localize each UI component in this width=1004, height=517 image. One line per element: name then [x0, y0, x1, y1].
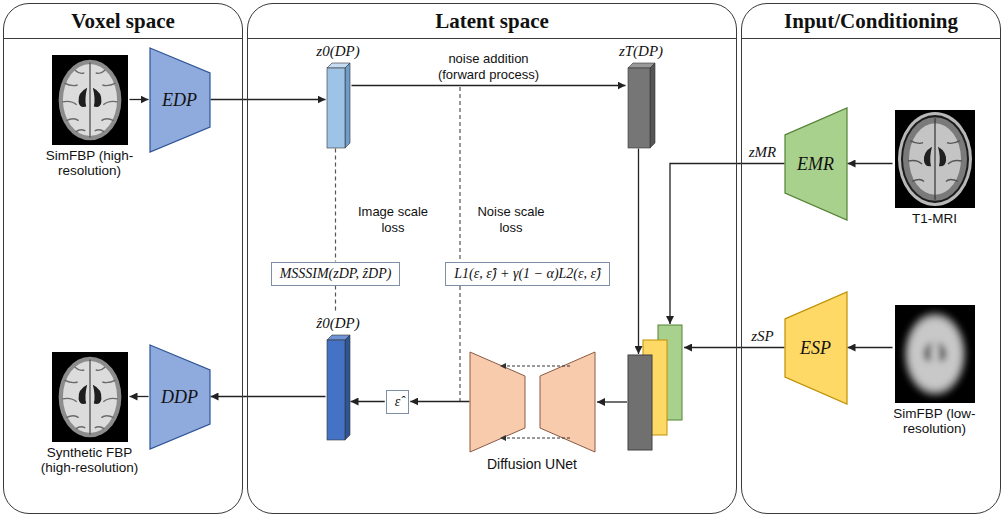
node-label: ESP [800, 338, 831, 358]
network-block: DDP [150, 345, 210, 449]
skip-connection [500, 365, 570, 366]
network-block: EDP [150, 48, 210, 152]
trapezoid-shape [150, 48, 210, 152]
image-caption: Synthetic FBP (high-resolution) [30, 445, 150, 476]
node-label: MSSSIM(zDP, ẑDP) [280, 263, 392, 285]
node-label: Diffusion UNet [487, 456, 577, 473]
node-label: z0(DP) [316, 43, 359, 60]
bar-side [345, 63, 350, 148]
brain-image [52, 352, 128, 442]
brain-image [52, 55, 128, 145]
trapezoid-shape [150, 345, 210, 449]
bar-outline [327, 340, 345, 440]
edge-label: noise addition (forward process) [421, 51, 557, 82]
flow-arrow [352, 85, 626, 86]
edge-label: zMR [746, 144, 780, 161]
image-caption: SimFBP (low-resolution) [875, 406, 995, 437]
node-label: ε̂ [395, 391, 401, 413]
loss-note: Noise scale loss [466, 204, 556, 235]
brain-image [895, 305, 975, 403]
header-rule [248, 38, 736, 39]
unet-outline [470, 352, 595, 452]
flow-arrow [670, 164, 785, 325]
loss-link [335, 149, 336, 262]
image-caption: SimFBP (high-resolution) [30, 148, 150, 179]
flow-arrow [848, 163, 893, 164]
formula-box: L1(ε, ε̂) + γ(1 − α)L2(ε, ε̂) [445, 262, 609, 286]
unet-decoder [540, 352, 595, 452]
flow-arrow [638, 149, 639, 355]
formula-box: MSSSIM(zDP, ẑDP) [271, 262, 401, 286]
image-node: SimFBP (high-resolution) [52, 55, 128, 145]
network-block: EMR [785, 108, 847, 220]
flow-arrow [684, 347, 785, 348]
network-block: ESP [785, 292, 847, 404]
panel-heading: Voxel space [4, 9, 242, 33]
image-caption: T1-MRI [880, 211, 990, 227]
image-node: T1-MRI [895, 110, 975, 208]
trapezoid-shape [785, 292, 847, 404]
header-rule [742, 38, 1000, 39]
panel-heading: Latent space [248, 9, 736, 33]
loss-link [335, 286, 336, 312]
condition-block [628, 355, 652, 450]
latent-vector: z0(DP) [327, 68, 345, 148]
flow-arrow [211, 396, 326, 397]
node-label: zT(DP) [619, 43, 663, 60]
unet-block: Diffusion UNet [470, 352, 595, 452]
bar-front [327, 68, 345, 148]
flow-arrow [351, 401, 385, 402]
space-panel: Voxel spaceSimFBP (high-resolution) EDP DD… [3, 3, 243, 514]
panel-heading: Input/Conditioning [742, 9, 1000, 33]
flow-arrow [130, 396, 149, 397]
bar-side [345, 335, 350, 440]
loss-note: Image scale loss [348, 204, 438, 235]
space-panel: Input/ConditioningEMR T1-MRI ESP SimFBP (lo… [741, 3, 1001, 514]
flow-arrow [211, 99, 326, 100]
brain-image [895, 110, 975, 208]
node-label: L1(ε, ε̂) + γ(1 − α)L2(ε, ε̂) [454, 263, 600, 285]
bar-side [650, 63, 655, 148]
header-rule [4, 38, 242, 39]
formula-box: ε̂ [386, 390, 410, 414]
bar-front [628, 68, 650, 148]
trapezoid-shape [785, 108, 847, 220]
latent-vector: ẑ0(DP) [327, 340, 345, 440]
edge-label: zSP [748, 328, 777, 345]
flow-arrow [130, 99, 149, 100]
bar-outline [327, 68, 345, 148]
unet-encoder [470, 352, 525, 452]
flow-arrow [410, 401, 469, 402]
skip-connection [500, 437, 570, 438]
flow-arrow [597, 401, 627, 402]
node-label: EDP [162, 90, 197, 110]
image-node: SimFBP (low-resolution) [895, 305, 975, 403]
dashed-guide [459, 87, 460, 401]
bar-front [327, 340, 345, 440]
image-node: Synthetic FBP (high-resolution) [52, 352, 128, 442]
node-label: EMR [797, 154, 834, 174]
node-label: ẑ0(DP) [316, 315, 359, 332]
latent-vector: zT(DP) [628, 68, 650, 148]
bar-outline [628, 68, 650, 148]
node-label: DDP [161, 387, 198, 407]
flow-arrow [848, 347, 893, 348]
